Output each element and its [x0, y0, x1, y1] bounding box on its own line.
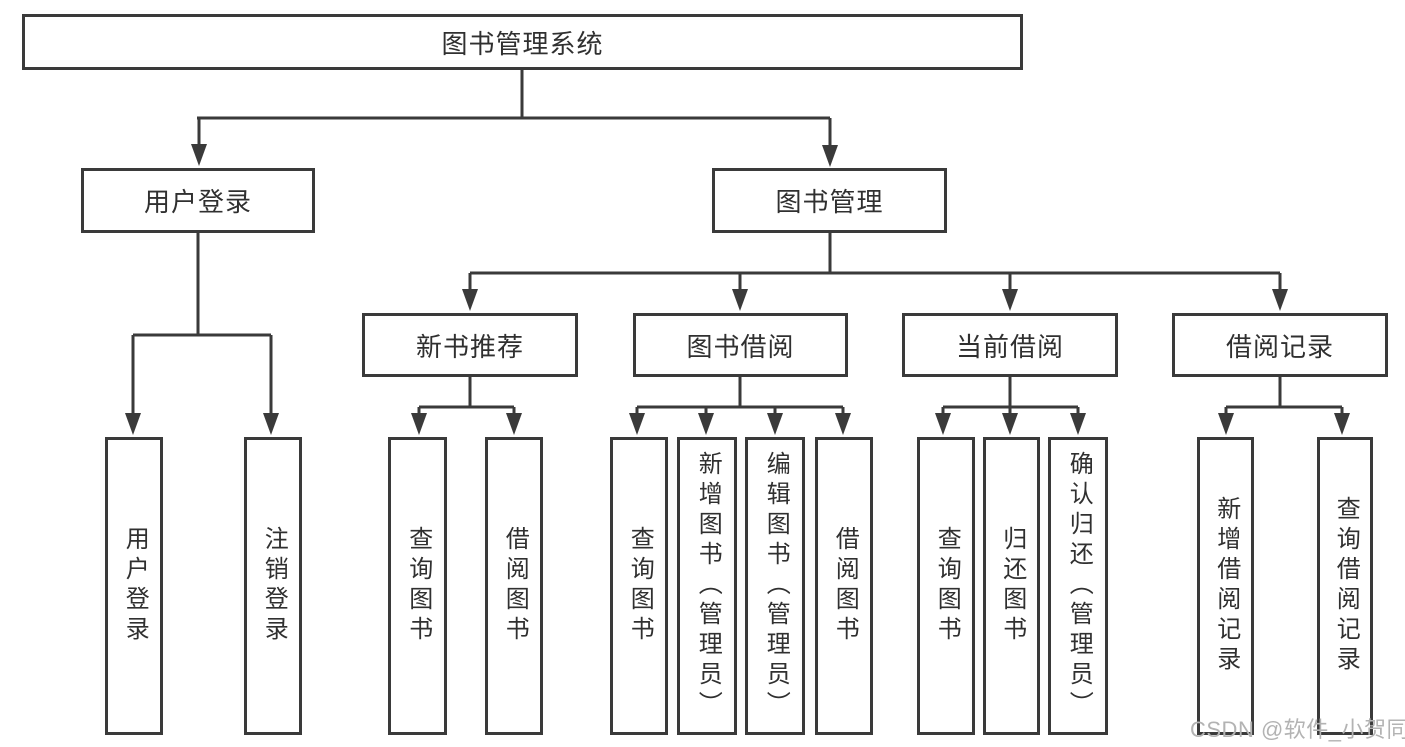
leaf-add-borrow-record: 新增借阅记录 [1197, 437, 1254, 735]
node-label: 借阅图书 [501, 526, 529, 646]
leaf-edit-book-admin: 编辑图书（管理员） [745, 437, 805, 735]
node-label: 确认归还（管理员） [1065, 451, 1093, 721]
node-label: 查询图书 [404, 526, 432, 646]
node-label: 用户登录 [143, 187, 252, 217]
node-label: 查询图书 [626, 526, 654, 646]
leaf-add-book-admin: 新增图书（管理员） [677, 437, 737, 735]
node-borrowing-records: 借阅记录 [1172, 313, 1388, 377]
connector-current-borrowing-children [941, 377, 1080, 415]
node-label: 当前借阅 [955, 331, 1064, 362]
node-library-management-system: 图书管理系统 [22, 14, 1023, 70]
arrowheads [125, 144, 1350, 435]
node-label: 图书借阅 [686, 331, 795, 362]
leaf-confirm-return-admin: 确认归还（管理员） [1048, 437, 1108, 735]
node-label: 新增借阅记录 [1212, 496, 1240, 676]
node-label: 编辑图书（管理员） [762, 451, 790, 721]
connector-book-borrowing-children [635, 377, 845, 415]
connector-book-management-children [468, 233, 1282, 291]
node-label: 归还图书 [998, 526, 1026, 646]
node-label: 新书推荐 [415, 331, 524, 362]
node-user-login: 用户登录 [81, 168, 315, 233]
node-book-management: 图书管理 [712, 168, 947, 233]
connector-root-to-level2 [197, 70, 832, 147]
node-current-borrowing: 当前借阅 [902, 313, 1118, 377]
csdn-watermark: CSDN @软件_小贺同学 [1190, 717, 1405, 742]
leaf-query-borrow-record: 查询借阅记录 [1317, 437, 1373, 735]
leaf-query-books-recommend: 查询图书 [388, 437, 447, 735]
leaf-logout: 注销登录 [244, 437, 302, 735]
node-label: 新增图书（管理员） [694, 451, 722, 721]
leaf-borrow-books: 借阅图书 [815, 437, 873, 735]
node-label: 查询借阅记录 [1332, 496, 1360, 676]
node-label: 图书管理系统 [441, 28, 604, 59]
connector-user-login-children [131, 233, 273, 415]
node-label: 图书管理 [775, 187, 884, 217]
node-label: 借阅图书 [831, 526, 859, 646]
node-label: 借阅记录 [1225, 331, 1334, 362]
leaf-query-books-borrowing: 查询图书 [610, 437, 668, 735]
node-label: 查询图书 [933, 526, 961, 646]
leaf-query-books-current: 查询图书 [917, 437, 975, 735]
leaf-return-book: 归还图书 [983, 437, 1040, 735]
node-new-book-recommendation: 新书推荐 [362, 313, 578, 377]
connector-borrowing-records-children [1224, 377, 1344, 415]
connector-new-book-recommendation-children [417, 377, 516, 415]
node-label: 用户登录 [121, 526, 149, 646]
leaf-borrow-books-recommend: 借阅图书 [485, 437, 543, 735]
node-label: 注销登录 [260, 526, 288, 646]
leaf-user-login: 用户登录 [105, 437, 163, 735]
node-book-borrowing: 图书借阅 [633, 313, 848, 377]
